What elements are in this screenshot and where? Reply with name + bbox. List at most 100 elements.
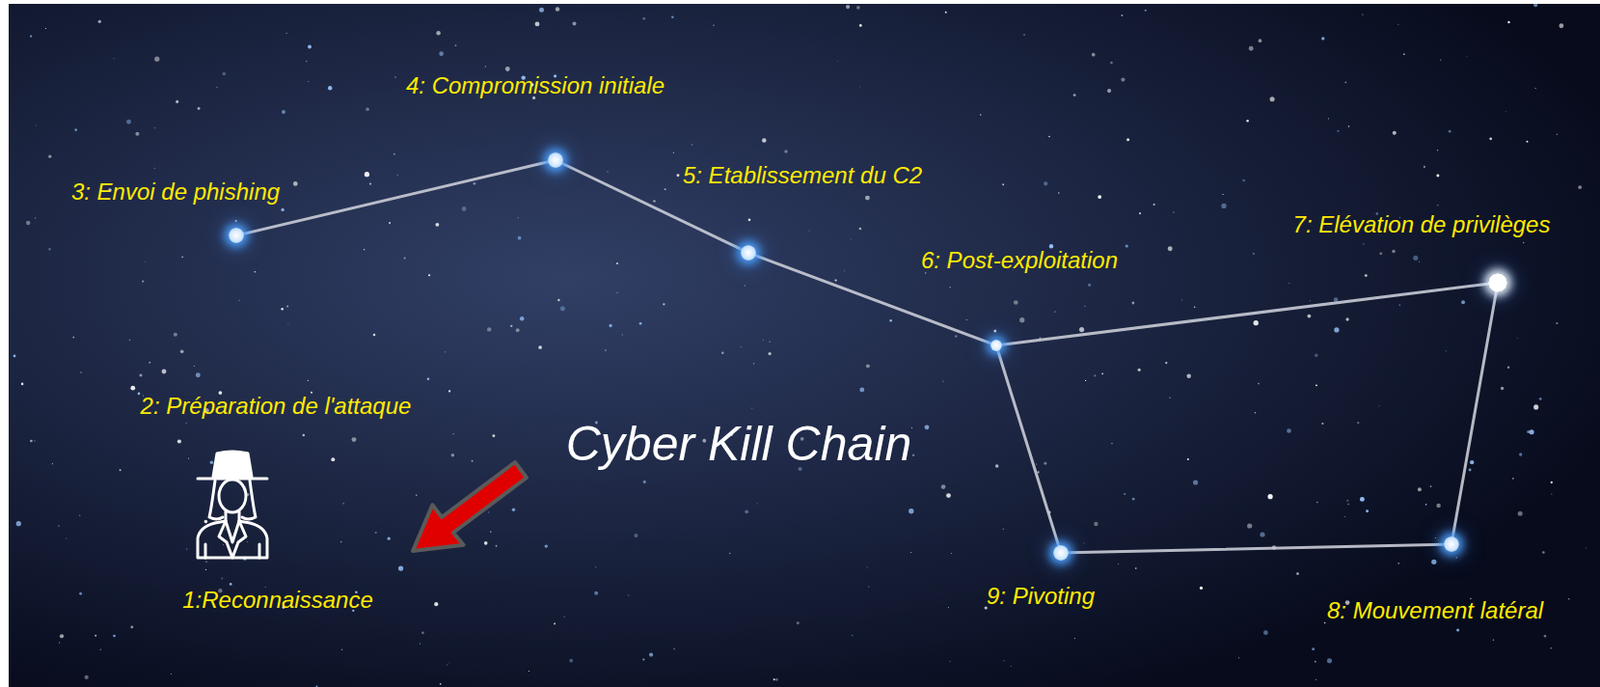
sky-star bbox=[340, 541, 342, 543]
sky-star bbox=[373, 333, 377, 337]
sky-star bbox=[555, 6, 560, 11]
sky-star bbox=[950, 552, 952, 554]
sky-star bbox=[1344, 515, 1346, 517]
sky-star bbox=[535, 21, 541, 27]
constellation-star: 9: Pivoting bbox=[1053, 544, 1069, 561]
sky-star bbox=[622, 333, 624, 335]
sky-star bbox=[510, 325, 513, 327]
sky-star bbox=[26, 220, 30, 225]
pointer-arrow bbox=[412, 461, 527, 551]
sky-star bbox=[130, 624, 134, 628]
sky-star bbox=[856, 5, 861, 10]
sky-star bbox=[784, 149, 788, 154]
sky-star bbox=[1309, 299, 1311, 301]
sky-star bbox=[1445, 350, 1448, 353]
sky-star bbox=[850, 238, 852, 240]
sky-star bbox=[1097, 194, 1102, 199]
sky-star bbox=[859, 386, 865, 392]
sky-star bbox=[154, 56, 160, 62]
sky-star bbox=[444, 351, 446, 353]
sky-star bbox=[1314, 660, 1317, 663]
sky-star bbox=[1362, 243, 1364, 245]
sky-star bbox=[1391, 249, 1396, 254]
sky-star bbox=[1533, 3, 1538, 7]
sky-star bbox=[910, 551, 912, 553]
sky-star bbox=[729, 552, 731, 554]
sky-star bbox=[569, 658, 573, 663]
sky-star bbox=[148, 361, 151, 364]
sky-star bbox=[652, 199, 655, 202]
sky-star bbox=[1461, 299, 1465, 304]
sky-star bbox=[435, 30, 440, 35]
sky-star bbox=[427, 377, 431, 380]
sky-star bbox=[397, 174, 399, 176]
sky-star bbox=[544, 543, 548, 547]
sky-star bbox=[352, 436, 357, 442]
sky-star bbox=[170, 673, 172, 675]
sky-star bbox=[677, 173, 680, 177]
sky-star bbox=[484, 541, 489, 545]
sky-star bbox=[1168, 397, 1171, 400]
sky-star bbox=[29, 34, 32, 37]
sky-star bbox=[1003, 528, 1004, 530]
sky-star bbox=[606, 170, 609, 173]
sky-star bbox=[1345, 317, 1349, 321]
sky-star bbox=[949, 660, 951, 662]
step-label: 2: Préparation de l'attaque bbox=[140, 392, 412, 420]
sky-star bbox=[1556, 134, 1558, 136]
sky-star bbox=[643, 480, 647, 484]
sky-star bbox=[419, 643, 421, 645]
sky-star bbox=[1093, 521, 1098, 526]
sky-star bbox=[553, 622, 556, 624]
sky-star bbox=[1500, 386, 1504, 390]
sky-star bbox=[608, 324, 612, 327]
sky-star bbox=[364, 171, 370, 177]
hacker-icon bbox=[197, 451, 268, 558]
sky-star bbox=[1247, 522, 1252, 528]
constellation-star: 8: Mouvement latéral bbox=[1443, 536, 1460, 552]
sky-star bbox=[455, 44, 458, 47]
sky-star bbox=[181, 255, 184, 258]
sky-star bbox=[867, 585, 869, 587]
sky-star bbox=[33, 439, 35, 441]
sky-star bbox=[154, 167, 156, 169]
sky-star bbox=[1577, 185, 1582, 190]
sky-star bbox=[421, 630, 425, 634]
sky-star bbox=[195, 372, 201, 378]
sky-star bbox=[1539, 397, 1543, 401]
sky-star bbox=[945, 11, 948, 14]
sky-star bbox=[671, 16, 675, 20]
sky-star bbox=[809, 230, 811, 232]
constellation-star: 5: Etablissement du C2 bbox=[740, 244, 757, 261]
sky-star bbox=[224, 528, 226, 530]
sky-star bbox=[572, 22, 577, 27]
sky-star bbox=[144, 261, 146, 263]
sky-star bbox=[16, 520, 22, 526]
sky-star bbox=[193, 365, 195, 367]
sky-star bbox=[220, 577, 223, 580]
sky-star bbox=[616, 262, 619, 265]
sky-star bbox=[1315, 678, 1317, 680]
sky-star bbox=[1073, 93, 1077, 97]
constellation-line bbox=[998, 351, 1059, 546]
sky-star bbox=[1311, 647, 1315, 651]
sky-star bbox=[1392, 131, 1397, 136]
sky-star bbox=[186, 547, 188, 549]
sky-star bbox=[188, 458, 190, 460]
step-label: 6: Post-exploitation bbox=[921, 246, 1118, 274]
sky-star bbox=[1328, 117, 1329, 119]
sky-star bbox=[1220, 203, 1226, 209]
sky-star bbox=[446, 663, 448, 665]
sky-star bbox=[1361, 13, 1363, 15]
sky-star bbox=[398, 565, 404, 570]
constellation-star: 4: Compromission initiale bbox=[547, 152, 564, 168]
sky-star bbox=[1252, 252, 1255, 255]
sky-star bbox=[129, 339, 132, 342]
sky-star bbox=[369, 182, 372, 185]
sky-star bbox=[435, 222, 440, 227]
sky-star bbox=[1084, 305, 1085, 307]
sky-star bbox=[1057, 191, 1060, 194]
sky-star bbox=[112, 57, 114, 59]
